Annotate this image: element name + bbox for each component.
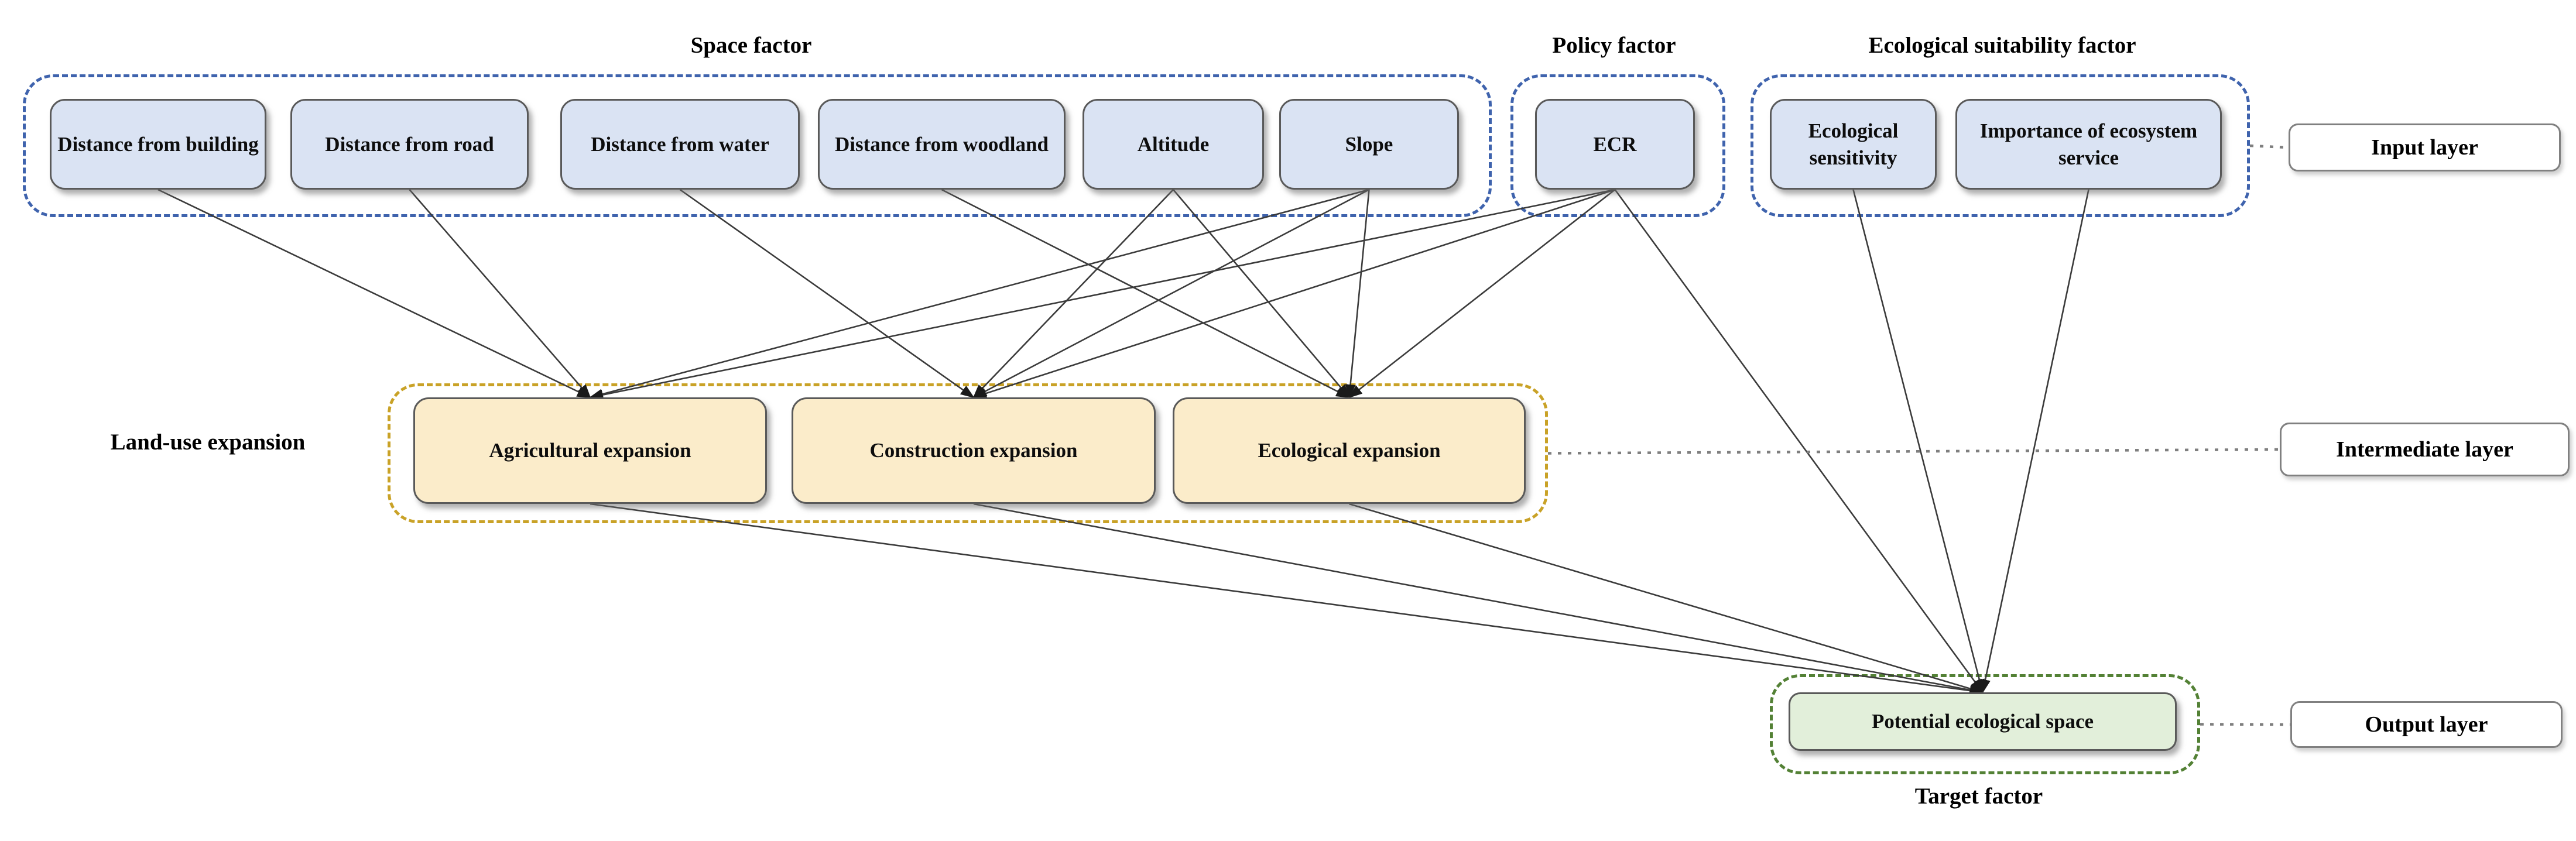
edge-importance-to-potential (1980, 189, 2089, 694)
node-importance-of-ecosystem-service: Importance of ecosystem service (1955, 99, 2222, 190)
edge-ecr-to-construction (972, 188, 1615, 399)
edge-ecr-to-potential (1614, 189, 1984, 694)
node-ecological-expansion: Ecological expansion (1173, 397, 1526, 504)
edge-ecr-to-ecological (1348, 188, 1616, 399)
node-distance-from-water: Distance from water (560, 99, 800, 190)
node-distance-from-road: Distance from road (290, 99, 529, 190)
edge-agricultural-to-potential (590, 503, 1984, 696)
edge-slope-to-agricultural (589, 188, 1369, 400)
node-distance-from-building: Distance from building (50, 99, 266, 190)
edge-building-to-agricultural (157, 188, 591, 399)
edge-eco-group-to-input-label (2249, 144, 2289, 149)
target-factor-label: Target factor (1914, 784, 2043, 809)
edge-woodland-to-ecological (941, 188, 1351, 399)
edge-road-to-agricultural (409, 189, 591, 399)
edge-ecr-to-agricultural (589, 188, 1615, 400)
edge-slope-to-construction (972, 188, 1370, 399)
edge-slope-to-ecological (1345, 189, 1370, 399)
edge-sensitivity-to-potential (1852, 189, 1985, 694)
ecological-suitability-factor-title: Ecological suitability factor (1868, 33, 2136, 58)
space-factor-title: Space factor (690, 33, 812, 58)
edge-water-to-construction (679, 188, 975, 399)
node-ecr: ECR (1535, 99, 1695, 190)
node-ecological-sensitivity: Ecological sensitivity (1770, 99, 1937, 190)
input-layer-label: Input layer (2289, 123, 2561, 171)
policy-factor-title: Policy factor (1552, 33, 1676, 58)
output-layer-label: Output layer (2290, 701, 2563, 748)
edge-altitude-to-ecological (1173, 189, 1350, 399)
node-distance-from-woodland: Distance from woodland (818, 99, 1066, 190)
edge-construction-to-potential (973, 503, 1984, 695)
intermediate-layer-label: Intermediate layer (2280, 423, 2570, 476)
node-slope: Slope (1279, 99, 1459, 190)
node-potential-ecological-space: Potential ecological space (1789, 692, 2177, 751)
edge-altitude-to-construction (972, 189, 1174, 399)
land-use-expansion-label: Land-use expansion (110, 430, 306, 455)
edge-landuse-group-to-intermediate-label (1547, 448, 2280, 455)
node-agricultural-expansion: Agricultural expansion (413, 397, 767, 504)
edge-ecological-to-potential (1349, 503, 1984, 694)
node-construction-expansion: Construction expansion (792, 397, 1156, 504)
node-altitude: Altitude (1083, 99, 1264, 190)
